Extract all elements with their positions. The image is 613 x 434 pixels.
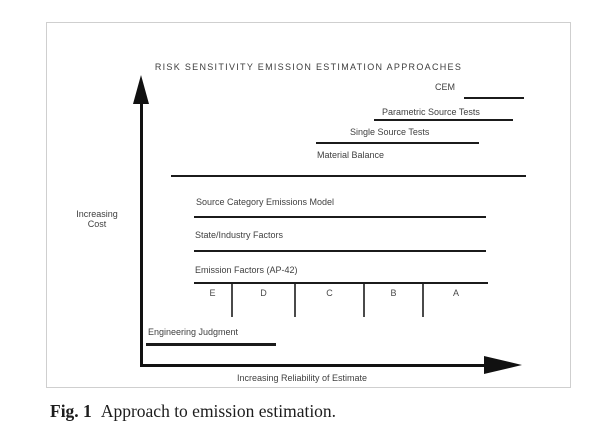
figure-title: RISK SENSITIVITY EMISSION ESTIMATION APP… (154, 62, 463, 72)
figure-box: RISK SENSITIVITY EMISSION ESTIMATION APP… (46, 22, 571, 388)
approach-bar-engineering-judgment (146, 343, 276, 346)
ap42-rating-scale: E D C B A (194, 284, 488, 317)
approach-label-emission-factors-ap42: Emission Factors (AP-42) (195, 265, 298, 275)
x-axis-line (141, 364, 506, 367)
rating-cell-a: A (452, 288, 459, 298)
rating-cell-c: C (296, 284, 365, 317)
approach-bar-source-category-emissions-model (194, 216, 486, 218)
approach-label-engineering-judgment: Engineering Judgment (148, 327, 239, 337)
y-axis-label: Increasing Cost (67, 209, 127, 229)
approach-bar-emission-factors-ap42 (194, 282, 488, 284)
caption-number: Fig. 1 (50, 401, 92, 421)
figure-caption: Fig. 1 Approach to emission estimation. (50, 401, 336, 422)
rating-cell-b: B (365, 284, 424, 317)
y-axis-line (140, 101, 143, 367)
approach-bar-cem (464, 97, 524, 99)
y-axis-label-line2: Cost (87, 219, 107, 229)
approach-label-material-balance: Material Balance (317, 150, 385, 160)
x-axis-label: Increasing Reliability of Estimate (237, 373, 368, 383)
approach-label-cem: CEM (435, 82, 455, 92)
approach-bar-parametric-source-tests (374, 119, 513, 121)
approach-bar-material-balance (171, 175, 526, 177)
caption-text: Approach to emission estimation. (100, 401, 337, 421)
approach-bar-state-industry-factors (194, 250, 486, 252)
approach-label-state-industry-factors: State/Industry Factors (195, 230, 284, 240)
approach-bar-single-source-tests (316, 142, 479, 144)
approach-label-single-source-tests: Single Source Tests (350, 127, 430, 137)
y-axis-arrowhead-icon (133, 75, 149, 104)
approach-label-parametric-source-tests: Parametric Source Tests (382, 107, 480, 117)
x-axis-arrowhead-icon (484, 356, 522, 374)
y-axis-label-line1: Increasing (76, 209, 118, 219)
rating-cell-e: E (194, 284, 233, 317)
approach-label-source-category-emissions-model: Source Category Emissions Model (196, 197, 335, 207)
rating-cell-d: D (233, 284, 296, 317)
